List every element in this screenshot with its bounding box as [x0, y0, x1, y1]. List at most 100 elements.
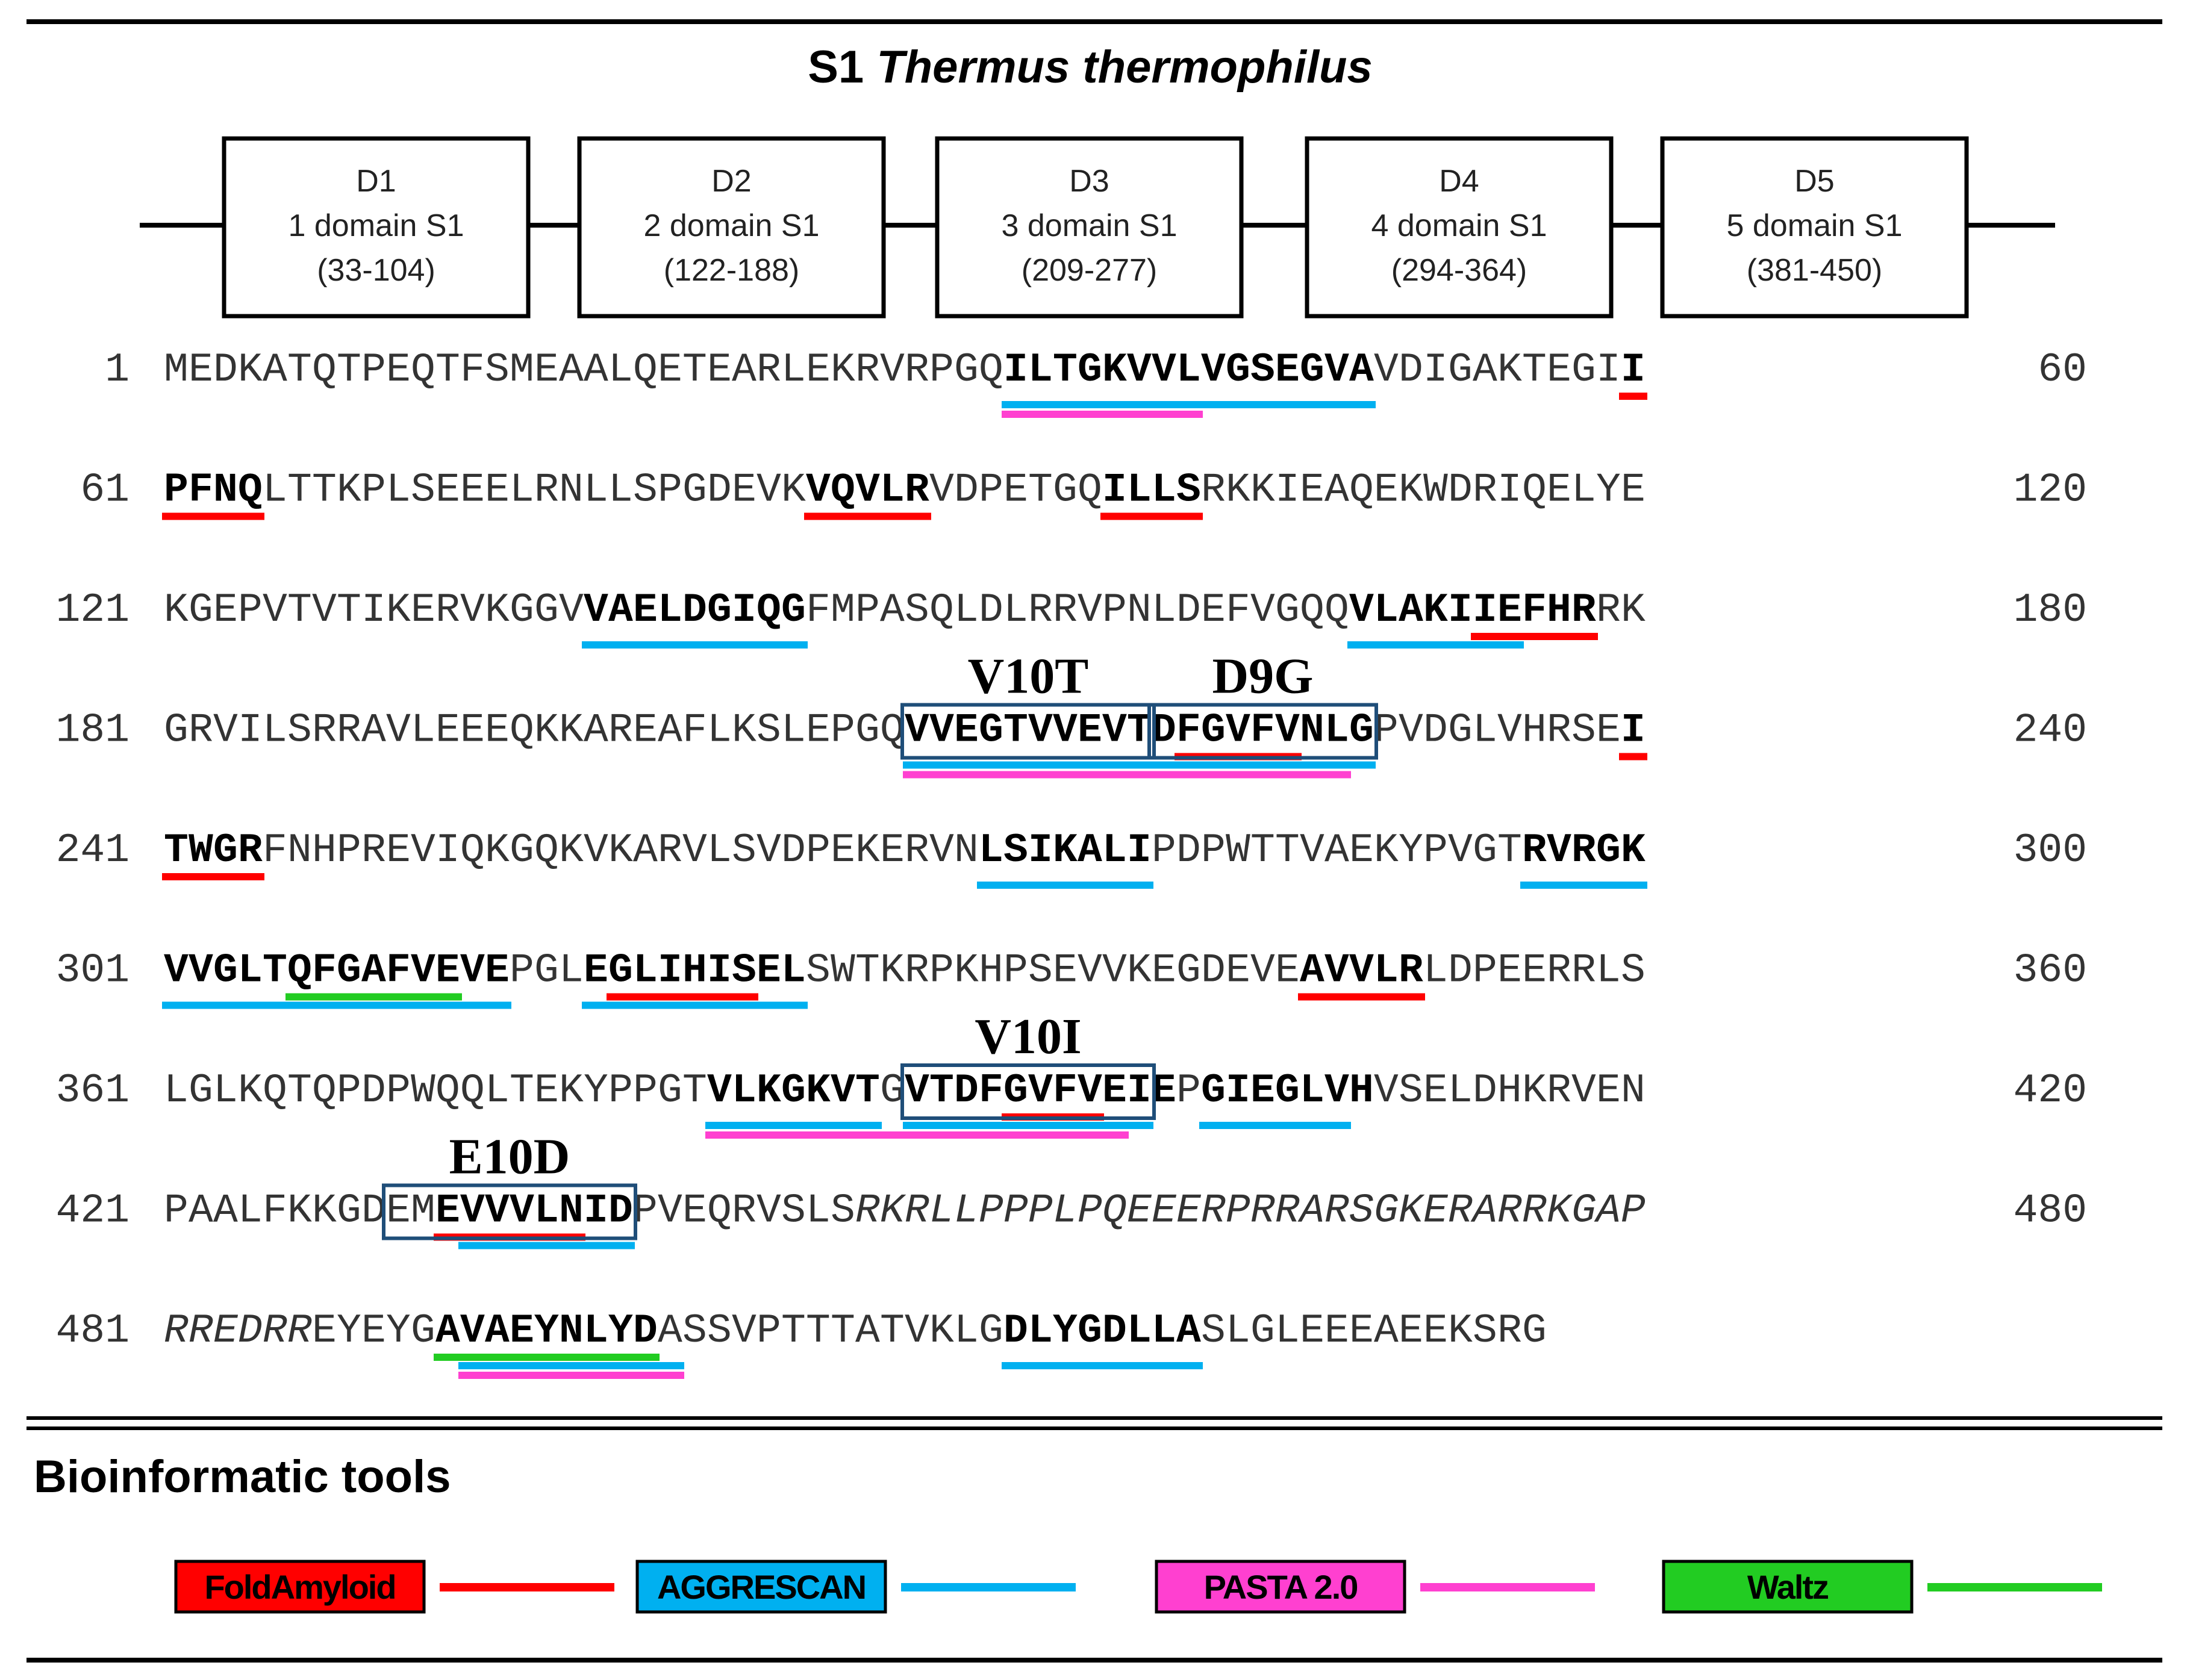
row-end-number: 120 [2014, 467, 2087, 514]
sequence-text: PFNQLTTKPLSEEELRNLLSPGDEVKVQVLRVDPETGQIL… [164, 467, 1646, 514]
legend-item-foldamyloid: FoldAmyloid [174, 1560, 614, 1614]
sequence-segment: EYEYG [312, 1308, 435, 1354]
domain-architecture: D11 domain S1(33-104)D22 domain S1(122-1… [140, 136, 2055, 319]
mutation-box [900, 1063, 1156, 1120]
sequence-text: LGLKQTQPDPWQQLTEKYPPGTVLKGKVTGVTDFGVFVEI… [164, 1068, 1646, 1114]
mutation-label: D9G [1212, 649, 1314, 705]
domain-range: (33-104) [317, 253, 435, 288]
sequence-segment: I [1621, 347, 1646, 393]
mutation-box [382, 1183, 637, 1240]
mutation-e10d: E10D [382, 1129, 637, 1240]
sequence-segment: LDPEERRLS [1423, 948, 1646, 994]
domain-name: 5 domain S1 [1727, 208, 1903, 243]
underline-waltz [285, 993, 462, 1001]
domain-box-d1: D11 domain S1(33-104) [222, 136, 531, 319]
sequence-segment: VVGLTQFGAFVEVE [164, 948, 510, 994]
underline-aggrescan [458, 1242, 635, 1249]
underline-aggrescan [458, 1362, 684, 1369]
legend-line [1927, 1583, 2102, 1591]
row-start-number: 1 [105, 347, 129, 393]
mutation-box [1147, 703, 1378, 760]
domain-rect [222, 136, 531, 319]
sequence-segment: ASSVPTTTATVKLG [658, 1308, 1003, 1354]
sequence-segment: RKRLLPPPLPQEEERPRRARSGKERARRKGAP [855, 1188, 1646, 1234]
sequence-segment: VQVLR [806, 467, 929, 514]
sequence-text: VVGLTQFGAFVEVEPGLEGLIHISELSWTKRPKHPSEVVK… [164, 948, 1646, 994]
sequence-segment: PGL [510, 948, 584, 994]
legend-swatch [174, 1560, 426, 1614]
underline-aggrescan [582, 641, 808, 649]
underline-aggrescan [1347, 641, 1524, 649]
legend-swatch [635, 1560, 887, 1614]
row-start-number: 481 [56, 1308, 129, 1354]
underline-foldamyloid [162, 873, 264, 880]
legend-line [1420, 1583, 1595, 1591]
underline-pasta-2-0 [705, 1131, 1129, 1139]
sequence-segment: KGEPVTVTIKERVKGGV [164, 587, 584, 633]
underline-foldamyloid [1619, 753, 1647, 761]
underline-aggrescan [903, 761, 1376, 769]
sequence-segment: AVVLR [1300, 948, 1423, 994]
sequence-segment: EGLIHISEL [584, 948, 806, 994]
mutation-label: V10I [975, 1009, 1081, 1065]
legend-label: AGGRESCAN [657, 1568, 866, 1606]
sequence-text: GRVILSRRAVLEEEQKKAREAFLKSLEPGQVVEGTVVEVT… [164, 708, 1646, 754]
sequence-segment: VDPETGQ [929, 467, 1102, 514]
underline-pasta-2-0 [1002, 411, 1203, 418]
domain-name: 3 domain S1 [1002, 208, 1178, 243]
sequence-segment: VLKGKVT [707, 1068, 880, 1114]
domain-name: 4 domain S1 [1371, 208, 1547, 243]
domain-range: (209-277) [1022, 253, 1157, 288]
underline-aggrescan [1520, 882, 1647, 889]
legend-label: FoldAmyloid [204, 1568, 395, 1606]
row-end-number: 300 [2014, 827, 2087, 874]
sequence-row: 61 120 PFNQLTTKPLSEEELRNLLSPGDEVKVQVLRVDPE… [80, 467, 2087, 514]
sequence-segment: EVVVLNID [435, 1188, 633, 1234]
domain-box-d5: D55 domain S1(381-450) [1660, 136, 1969, 319]
sequence-segment: RVRGK [1522, 827, 1646, 874]
legend-item-pasta-2-0: PASTA 2.0 [1155, 1560, 1595, 1614]
underline-foldamyloid [1298, 993, 1425, 1001]
sequence-segment: RREDRR [164, 1308, 312, 1354]
row-start-number: 361 [56, 1068, 129, 1114]
sequence-segment: VVEGTVVEVTDFGVFVNLG [905, 708, 1374, 754]
mutation-d9g: D9G [1147, 649, 1378, 760]
row-end-number: 420 [2014, 1068, 2087, 1114]
mutation-v10i: V10I [900, 1009, 1156, 1120]
mutation-label: V10T [968, 649, 1089, 705]
sequence-segment: DLYGDLLA [1003, 1308, 1201, 1354]
underline-foldamyloid [1100, 512, 1203, 520]
legend-item-aggrescan: AGGRESCAN [635, 1560, 1076, 1614]
underline-foldamyloid [804, 512, 931, 520]
row-start-number: 61 [80, 467, 129, 514]
underline-foldamyloid [1619, 393, 1647, 400]
row-start-number: 241 [56, 827, 129, 874]
sequence-segment: VLAKIIEFHR [1349, 587, 1596, 633]
underline-foldamyloid [1471, 633, 1598, 640]
domain-range: (381-450) [1747, 253, 1882, 288]
domain-range: (294-364) [1391, 253, 1527, 288]
legend-swatch [1662, 1560, 1914, 1614]
mutation-label: E10D [449, 1129, 570, 1185]
sequence-segment: TWGR [164, 827, 263, 874]
sequence-segment: PAALFKKGDEM [164, 1188, 435, 1234]
sequence-segment: GIEGLVH [1201, 1068, 1374, 1114]
sequence-text: RREDRREYEYGAVAEYNLYDASSVPTTTATVKLGDLYGDL… [164, 1308, 1547, 1354]
sequence-segment: PVDGLVHRSE [1374, 708, 1621, 754]
legend-label: PASTA 2.0 [1204, 1568, 1358, 1606]
sequence-segment: GRVILSRRAVLEEEQKKAREAFLKSLEPGQ [164, 708, 905, 754]
underline-aggrescan [582, 1001, 808, 1009]
domain-name: 2 domain S1 [644, 208, 820, 243]
underline-pasta-2-0 [458, 1372, 684, 1379]
row-end-number: 480 [2014, 1188, 2087, 1234]
domain-rect [577, 136, 886, 319]
sequence-segment: RKKIEAQEKWDRIQELYE [1201, 467, 1646, 514]
sequence-segment: VAELDGIQG [584, 587, 806, 633]
sequence-segment: PVEQRVSLS [633, 1188, 855, 1234]
underline-aggrescan [705, 1122, 882, 1129]
